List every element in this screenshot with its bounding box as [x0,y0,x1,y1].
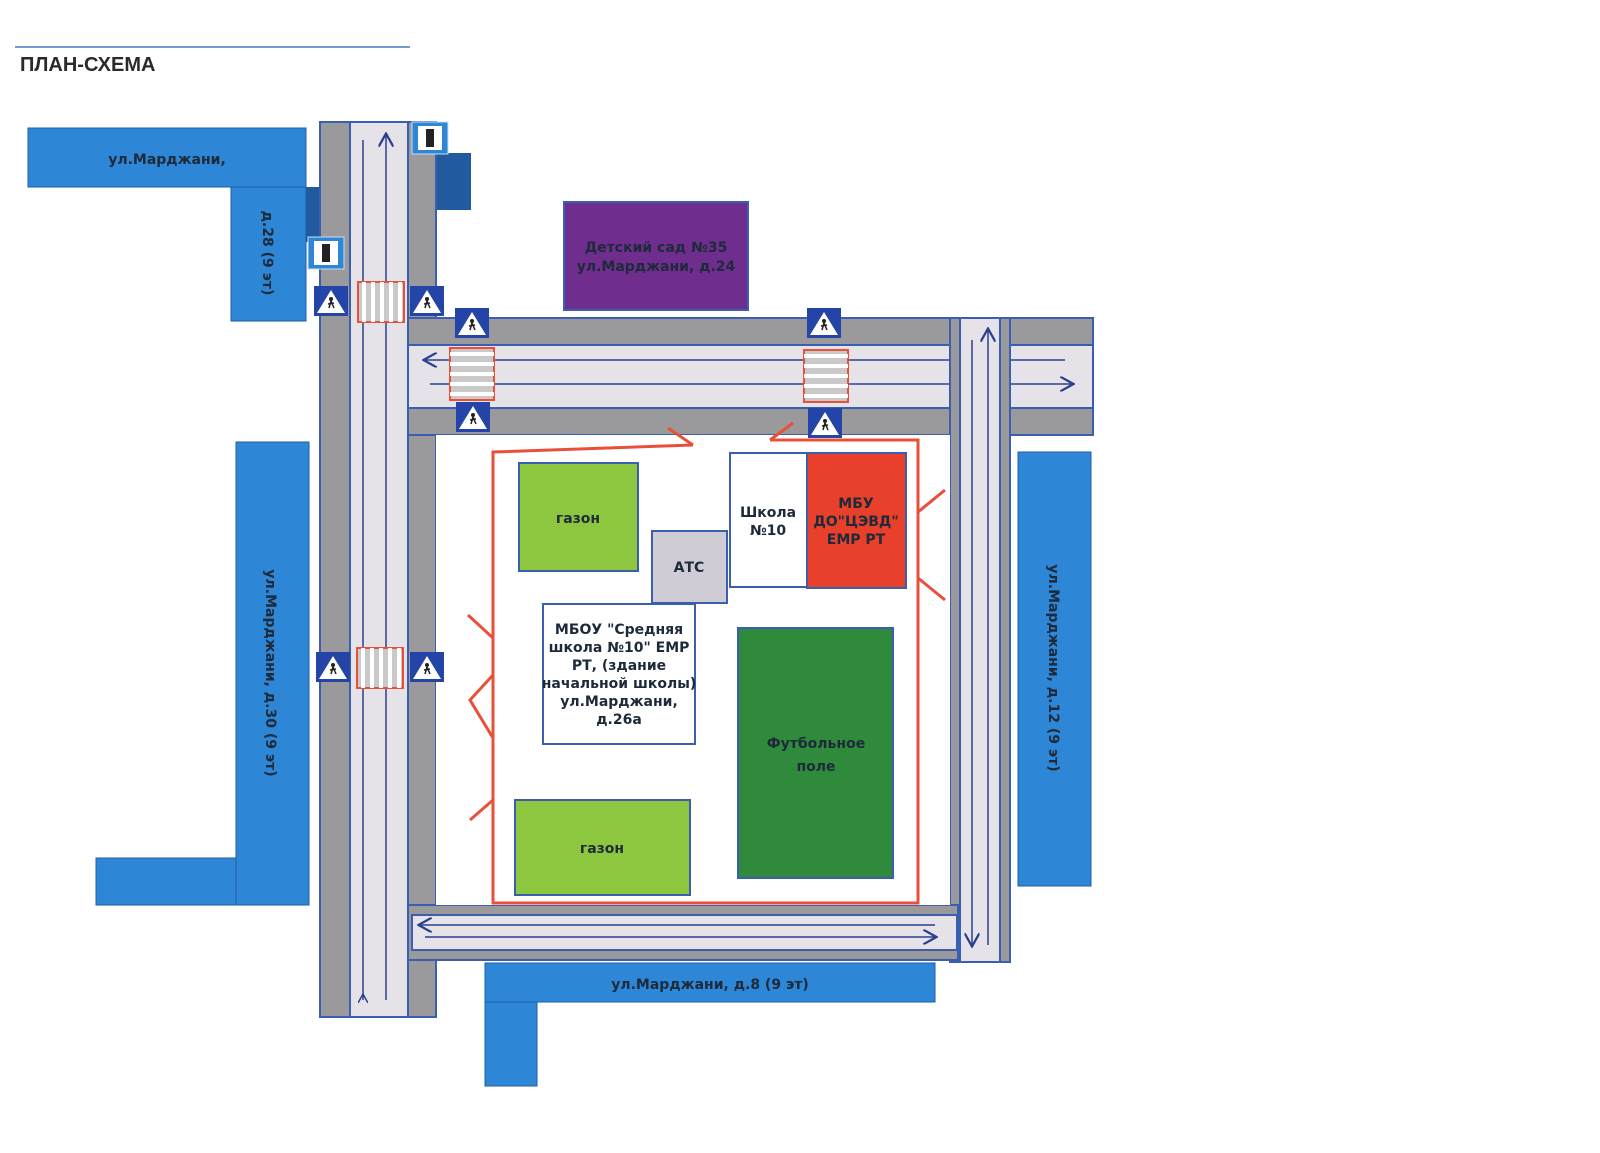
football-field: Футбольное поле [737,627,894,879]
lawn-bottom: газон [514,799,691,896]
svg-text:РТ, (здание: РТ, (здание [572,658,666,674]
svg-text:д.28 (9 эт): д.28 (9 эт) [259,211,275,296]
children-sign-icon [807,407,843,439]
svg-text:ул.Марджани, д.30 (9 эт): ул.Марджани, д.30 (9 эт) [262,569,278,776]
svg-text:д.26а: д.26а [596,712,642,728]
building-marjani-8: ул.Марджани, д.8 (9 эт) [484,962,936,1087]
lawn-top: газон [518,462,639,572]
children-sign-icon [313,285,349,317]
svg-text:МБУ: МБУ [838,496,874,512]
children-sign-icon [409,651,445,683]
bus-stop-icon [411,121,449,155]
road-west [319,121,437,1018]
crosswalk [802,348,850,404]
children-sign-icon [409,285,445,317]
svg-text:ул.Марджани, д.8 (9 эт): ул.Марджани, д.8 (9 эт) [611,977,809,993]
crosswalk [355,646,405,690]
ats-building: АТС [651,530,728,604]
school-10: Школа №10 [729,452,808,588]
pedestrian-crossing-sign-icon [806,307,842,339]
building-marjani-28: ул.Марджани, д.28 (9 эт) [27,127,307,322]
svg-text:Школа: Школа [740,505,796,521]
crosswalk [356,280,406,324]
crosswalk [448,346,496,402]
road-east [949,317,1011,963]
pedestrian-crossing-sign-icon [454,307,490,339]
svg-text:ул.Марджани,: ул.Марджани, [560,694,678,710]
kindergarten-35: Детский сад №35 ул.Марджани, д.24 [563,201,749,311]
svg-text:газон: газон [556,511,600,527]
svg-text:Детский сад №35: Детский сад №35 [585,240,728,256]
page-title: ПЛАН-СХЕМА [20,54,155,76]
building-marjani-30: ул.Марджани, д.30 (9 эт) [95,441,310,906]
svg-text:школа №10" ЕМР: школа №10" ЕМР [549,640,690,656]
svg-text:№10: №10 [750,523,787,539]
svg-text:ул.Марджани, д.24: ул.Марджани, д.24 [577,259,736,275]
road-south [407,904,959,961]
svg-text:АТС: АТС [674,560,705,576]
svg-text:газон: газон [580,841,624,857]
pedestrian-route [466,421,946,905]
svg-text:ЕМР РТ: ЕМР РТ [827,532,886,548]
children-sign-icon [455,401,491,433]
svg-text:ДО"ЦЭВД": ДО"ЦЭВД" [813,514,898,530]
building-marjani-12: ул.Марджани, д.12 (9 эт) [1017,451,1092,887]
mbu-cevd: МБУ ДО"ЦЭВД" ЕМР РТ [806,452,907,589]
svg-text:Футбольное: Футбольное [767,736,865,752]
svg-text:поле: поле [796,759,835,775]
svg-text:МБОУ "Средняя: МБОУ "Средняя [555,622,683,638]
svg-text:ул.Марджани,: ул.Марджани, [108,152,226,168]
children-sign-icon [315,651,351,683]
svg-text:ул.Марджани, д.12 (9 эт): ул.Марджани, д.12 (9 эт) [1045,564,1061,771]
bus-stop-icon [307,236,345,270]
mbou-school-building: МБОУ "Средняя школа №10" ЕМР РТ, (здание… [542,603,697,745]
svg-text:начальной школы): начальной школы) [542,676,697,692]
